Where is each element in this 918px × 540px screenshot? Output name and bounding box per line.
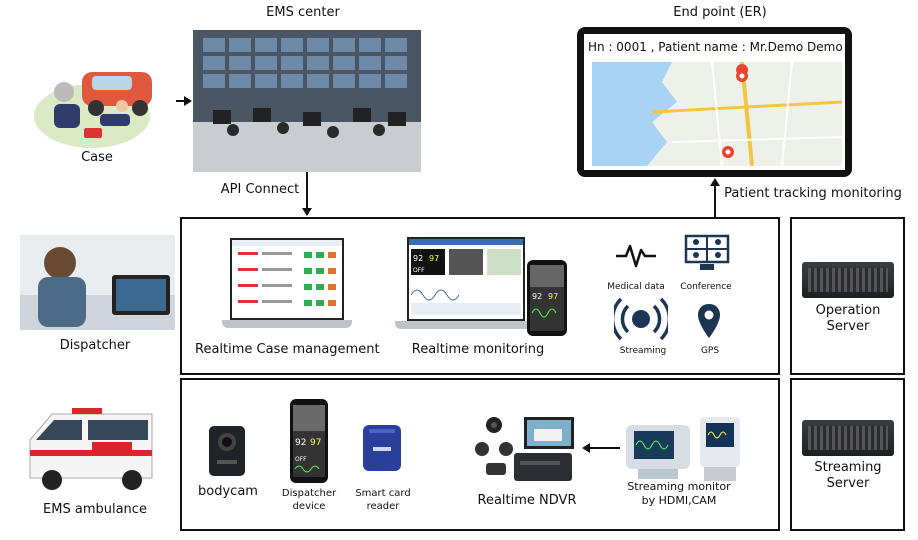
svg-text:92: 92: [532, 292, 542, 301]
streaming-monitor-text: Streaming monitor by HDMI,CAM: [627, 480, 731, 507]
case-illustration: [30, 58, 160, 150]
bodycam-icon: [207, 424, 247, 478]
medical-data-icon: [614, 240, 658, 270]
medical-data-label: Medical data: [607, 282, 665, 292]
smart-card-label: Smart card reader: [350, 487, 416, 513]
patient-header: Hn : 0001 , Patient name : Mr.Demo Demo: [588, 40, 843, 54]
smart-card-text: Smart card reader: [355, 488, 411, 512]
streaming-server-icon: [802, 420, 894, 456]
streaming-icon: [610, 296, 672, 342]
operation-server-icon: [802, 262, 894, 298]
dispatcher-device-icon: 92 97 OFF: [290, 399, 328, 483]
svg-text:OFF: OFF: [295, 456, 307, 463]
operation-server-text: Operation Server: [815, 303, 881, 334]
gps-label: GPS: [700, 346, 720, 356]
svg-text:97: 97: [310, 438, 321, 448]
streaming-server-label: Streaming Server: [800, 460, 896, 492]
case-label: Case: [81, 150, 113, 165]
bodycam-label: bodycam: [198, 484, 258, 499]
api-connect-label: API Connect: [220, 182, 300, 197]
ambulance-illustration: [22, 400, 162, 492]
svg-text:97: 97: [548, 292, 558, 301]
gps-icon: [696, 302, 722, 340]
ems-center-title: EMS center: [266, 5, 340, 20]
er-monitor: Hn : 0001 , Patient name : Mr.Demo Demo: [577, 27, 852, 177]
streaming-monitor-icon: [624, 415, 744, 485]
ems-center-photo: [193, 30, 421, 172]
center-to-system-arrow: [306, 172, 308, 210]
monitor-to-ndvr-arrow: [590, 447, 620, 449]
streaming-monitor-label: Streaming monitor by HDMI,CAM: [620, 480, 738, 508]
operation-server-box: [790, 217, 905, 375]
svg-text:92: 92: [413, 254, 423, 263]
system-management-box: [180, 217, 780, 375]
case-management-laptop: [222, 238, 352, 330]
end-point-title: End point (ER): [673, 5, 767, 20]
ambulance-devices-box: [180, 378, 780, 531]
tracking-arrow: [714, 185, 716, 219]
er-map: [592, 61, 843, 167]
streaming-server-text: Streaming Server: [814, 460, 882, 491]
dispatcher-device-label: Dispatcher device: [270, 487, 348, 513]
svg-text:OFF: OFF: [413, 267, 425, 274]
monitoring-phone: 92 97: [527, 260, 567, 336]
realtime-case-label: Realtime Case management: [195, 342, 380, 357]
monitoring-laptop: 92 97 OFF: [395, 237, 537, 332]
dispatcher-label: Dispatcher: [59, 338, 131, 353]
ems-ambulance-label: EMS ambulance: [43, 502, 147, 517]
svg-text:92: 92: [295, 438, 306, 448]
dispatcher-device-text: Dispatcher device: [281, 488, 337, 512]
conference-label: Conference: [680, 282, 732, 292]
ndvr-label: Realtime NDVR: [477, 493, 577, 508]
ndvr-icon: [472, 413, 582, 483]
case-to-center-arrow: [176, 100, 186, 102]
patient-tracking-label: Patient tracking monitoring: [724, 186, 902, 201]
svg-text:97: 97: [429, 254, 439, 263]
er-screen: Hn : 0001 , Patient name : Mr.Demo Demo: [584, 34, 845, 170]
streaming-server-box: [790, 378, 905, 531]
streaming-label: Streaming: [619, 346, 667, 356]
operation-server-label: Operation Server: [800, 303, 896, 335]
realtime-monitoring-label: Realtime monitoring: [411, 342, 545, 357]
smart-card-reader-icon: [361, 421, 403, 475]
dispatcher-photo: [20, 235, 175, 330]
conference-icon: [684, 234, 730, 272]
